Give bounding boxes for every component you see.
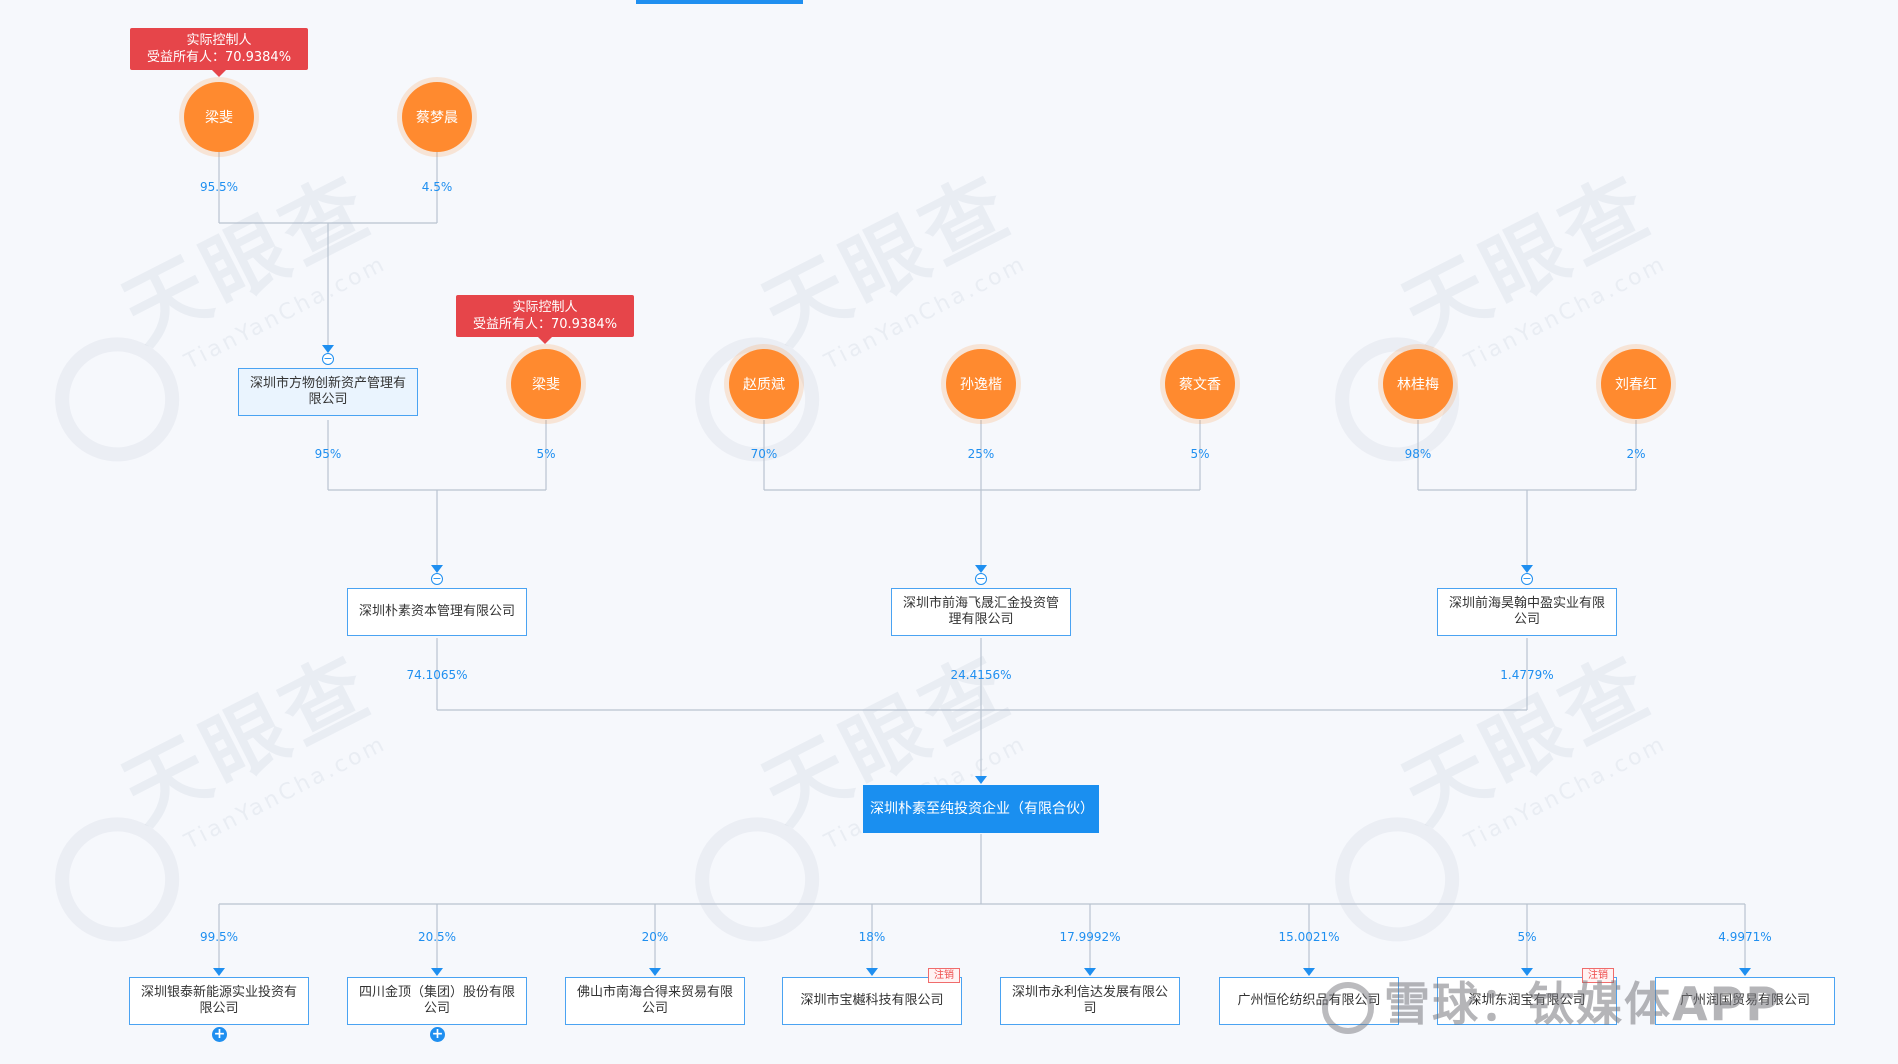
person-node[interactable]: 梁斐: [511, 349, 581, 419]
investment-percent: 20.5%: [417, 930, 457, 944]
investee-node[interactable]: 广州润国贸易有限公司: [1655, 977, 1835, 1025]
share-percent: 95%: [314, 447, 342, 461]
top-tab-indicator: [636, 0, 803, 4]
collapse-toggle[interactable]: −: [975, 572, 987, 585]
company-node-qianhai-feisheng[interactable]: 深圳市前海飞晟汇金投资管理有限公司: [891, 588, 1071, 636]
investee-node[interactable]: 深圳市永利信达发展有限公司: [1000, 977, 1180, 1025]
collapse-toggle[interactable]: −: [1521, 572, 1533, 585]
person-node[interactable]: 孙逸楷: [946, 349, 1016, 419]
share-percent: 95.5%: [199, 180, 239, 194]
company-node-pusu-capital[interactable]: 深圳朴素资本管理有限公司: [347, 588, 527, 636]
person-node[interactable]: 赵质斌: [729, 349, 799, 419]
share-percent: 5%: [1190, 447, 1210, 461]
investee-node[interactable]: 深圳市宝樾科技有限公司: [782, 977, 962, 1025]
investment-percent: 4.9971%: [1718, 930, 1772, 944]
actual-controller-tag: 实际控制人受益所有人：70.9384%: [130, 28, 308, 77]
person-node[interactable]: 刘春红: [1601, 349, 1671, 419]
person-node[interactable]: 蔡梦晨: [402, 82, 472, 152]
deregistered-badge: 注销: [928, 968, 960, 983]
investment-percent: 99.5%: [199, 930, 239, 944]
footer-watermark: 雪球：钛媒体APP: [1322, 968, 1781, 1034]
collapse-toggle[interactable]: −: [322, 352, 334, 365]
investee-node[interactable]: 佛山市南海合得来贸易有限公司: [565, 977, 745, 1025]
investment-percent: 15.0021%: [1278, 930, 1340, 944]
person-node[interactable]: 蔡文香: [1165, 349, 1235, 419]
collapse-toggle[interactable]: −: [431, 572, 443, 585]
investee-node[interactable]: 深圳东润宝有限公司: [1437, 977, 1617, 1025]
share-percent: 24.4156%: [950, 668, 1012, 682]
investee-node[interactable]: 四川金顶（集团）股份有限公司: [347, 977, 527, 1025]
company-node-fangwu[interactable]: 深圳市方物创新资产管理有限公司: [238, 368, 418, 416]
investment-percent: 20%: [641, 930, 669, 944]
xueqiu-logo-icon: [1322, 981, 1374, 1034]
share-percent: 98%: [1404, 447, 1432, 461]
expand-plus-icon[interactable]: +: [212, 1026, 227, 1042]
investment-percent: 18%: [858, 930, 886, 944]
expand-plus-icon[interactable]: +: [430, 1026, 445, 1042]
investee-node[interactable]: 深圳银泰新能源实业投资有限公司: [129, 977, 309, 1025]
investment-percent: 5%: [1517, 930, 1537, 944]
investment-percent: 17.9992%: [1059, 930, 1121, 944]
share-percent: 70%: [750, 447, 778, 461]
person-node[interactable]: 林桂梅: [1383, 349, 1453, 419]
company-node-qianhai-haohan[interactable]: 深圳前海昊翰中盈实业有限公司: [1437, 588, 1617, 636]
share-percent: 4.5%: [421, 180, 453, 194]
deregistered-badge: 注销: [1582, 968, 1614, 983]
main-company-node[interactable]: 深圳朴素至纯投资企业（有限合伙）: [863, 785, 1099, 833]
share-percent: 74.1065%: [406, 668, 468, 682]
share-percent: 5%: [536, 447, 556, 461]
person-node[interactable]: 梁斐: [184, 82, 254, 152]
actual-controller-tag: 实际控制人受益所有人：70.9384%: [456, 295, 634, 344]
share-percent: 2%: [1626, 447, 1646, 461]
share-percent: 25%: [967, 447, 995, 461]
share-percent: 1.4779%: [1500, 668, 1554, 682]
